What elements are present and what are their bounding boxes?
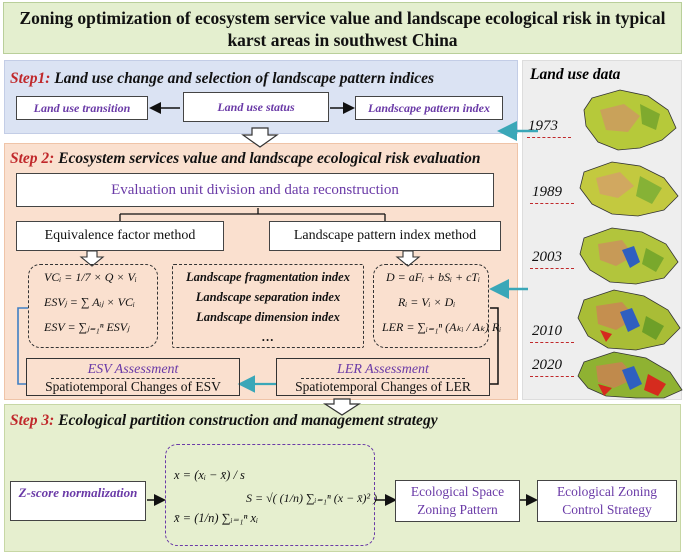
step3-label: Ecological partition construction and ma…	[58, 412, 438, 429]
z-formula: x = (xᵢ − x̄) / s	[174, 468, 245, 482]
mean-formula: x̄ = (1/n) ∑ᵢ₌₁ⁿ xᵢ	[174, 511, 259, 525]
zoning-strategy-box: Ecological Zoning Control Strategy	[537, 480, 677, 522]
year-2020: 2020	[532, 357, 562, 373]
step3-number: Step 3:	[10, 412, 55, 429]
indices-group	[172, 264, 364, 348]
landscape-pattern-index-box: Landscape pattern index	[355, 96, 503, 120]
step1-number: Step1:	[10, 70, 51, 87]
d-formula: D = aFᵢ + bSᵢ + cTᵢ	[386, 270, 480, 284]
ri-formula: Rᵢ = Vᵢ × Dᵢ	[398, 295, 456, 309]
land-use-transition-box: Land use transition	[16, 96, 148, 120]
year-2003: 2003	[532, 249, 562, 265]
land-use-status-box: Land use status	[183, 92, 329, 122]
step3-panel	[4, 404, 681, 552]
ler-formula-group	[373, 264, 489, 348]
ler-assessment-label: LER Assessment	[337, 362, 429, 377]
zscore-formula-group	[165, 444, 375, 546]
step2-number: Step 2:	[10, 150, 55, 167]
ler-formula: LER = ∑ᵢ₌₁ⁿ (Aₖᵢ / Aₖ) Rᵢ	[382, 320, 502, 334]
year-1973: 1973	[528, 118, 558, 134]
esv-formula: ESV = ∑ⱼ₌₁ⁿ ESVⱼ	[44, 320, 130, 334]
year-underline	[530, 342, 574, 343]
fragmentation-index: Landscape fragmentation index	[186, 270, 350, 284]
equivalence-factor-box: Equivalence factor method	[16, 221, 224, 251]
esvj-formula: ESVⱼ = ∑ Aᵢⱼ × VCᵢ	[44, 295, 135, 309]
separation-index: Landscape separation index	[195, 290, 341, 304]
step3-heading: Step 3: Ecological partition constructio…	[10, 412, 438, 430]
year-2010: 2010	[532, 323, 562, 339]
year-underline	[527, 137, 571, 138]
sd-formula: S = √( (1/n) ∑ᵢ₌₁ⁿ (x − x̄)² )	[246, 491, 378, 505]
vc-formula: VCᵢ = 1/7 × Q × Vᵢ	[44, 270, 137, 284]
step1-heading: Step1: Land use change and selection of …	[10, 70, 434, 88]
page-title: Zoning optimization of ecosystem service…	[3, 2, 682, 54]
down-arrow-1	[241, 127, 279, 148]
ler-assessment-box: LER Assessment Spatiotemporal Changes of…	[276, 358, 490, 396]
dimension-index: Landscape dimension index	[196, 310, 340, 324]
esv-assessment-label: ESV Assessment	[87, 362, 179, 377]
zscore-box: Z-score normalization	[10, 481, 146, 521]
year-1989: 1989	[532, 184, 562, 200]
step2-heading: Step 2: Ecosystem services value and lan…	[10, 150, 481, 168]
zoning-pattern-box: Ecological Space Zoning Pattern	[395, 480, 520, 522]
down-arrow-2	[322, 398, 362, 416]
step2-label: Ecosystem services value and landscape e…	[58, 150, 481, 167]
year-underline	[530, 203, 574, 204]
year-underline	[530, 376, 574, 377]
esv-assessment-box: ESV Assessment Spatiotemporal Changes of…	[26, 358, 240, 396]
land-use-title: Land use data	[530, 66, 621, 83]
step1-label: Land use change and selection of landsca…	[54, 70, 435, 87]
year-underline	[530, 268, 574, 269]
indices-ellipsis: …	[261, 330, 275, 344]
esv-formula-group	[28, 264, 158, 348]
ler-change-label: Spatiotemporal Changes of LER	[295, 379, 471, 394]
evaluation-unit-box: Evaluation unit division and data recons…	[16, 173, 494, 207]
landscape-pattern-method-box: Landscape pattern index method	[269, 221, 501, 251]
esv-change-label: Spatiotemporal Changes of ESV	[45, 379, 221, 394]
